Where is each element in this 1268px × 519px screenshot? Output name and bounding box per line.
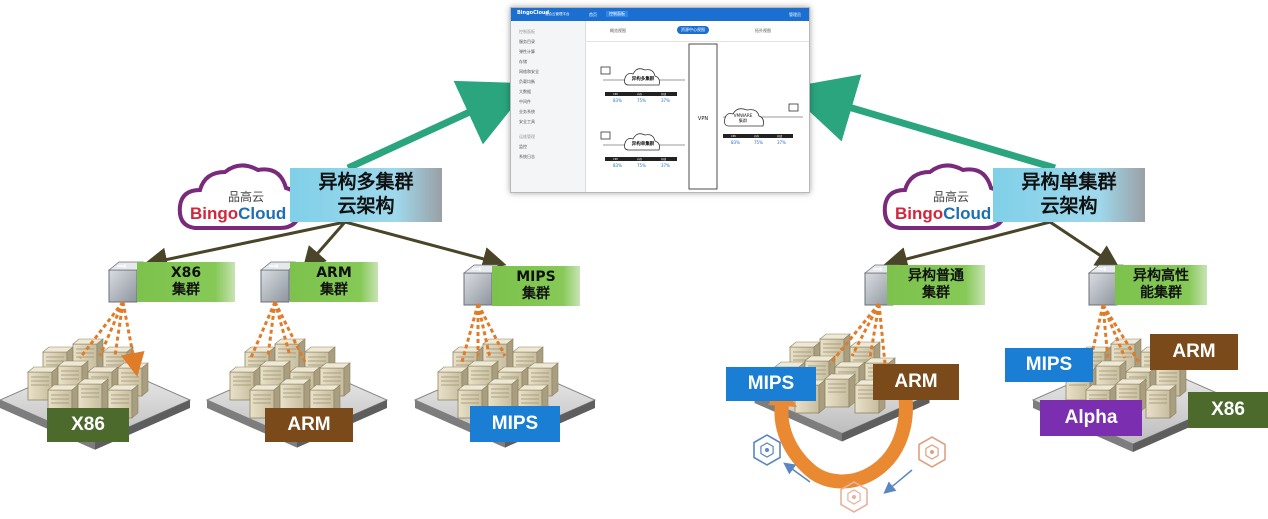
hex-icon-bottom <box>840 481 868 513</box>
swap-arrow <box>774 391 913 489</box>
screenshot-topbar: BingoCloud 混合云管理平台 首页 控制面板 管理员 <box>511 8 809 21</box>
screenshot-metric-header: 内存 <box>754 134 760 138</box>
screenshot-metric-value: 37% <box>777 140 786 145</box>
right-links <box>883 220 1120 271</box>
screenshot-sidebar-item[interactable]: 业务系统 <box>519 109 535 114</box>
screenshot-metric-header: CPU <box>613 157 618 161</box>
left-architecture-title: 异构多集群 云架构 <box>290 168 442 222</box>
left-cluster-label-arm: ARM 集群 <box>290 262 378 302</box>
hp-tag-x86: X86 <box>1188 392 1268 428</box>
screenshot-metric-value: 37% <box>661 98 670 103</box>
screenshot-subtitle: 混合云管理平台 <box>545 12 570 16</box>
screenshot-sidebar-item[interactable]: 监控 <box>519 144 527 149</box>
screenshot-metric-header: 存储 <box>661 92 667 96</box>
left-up-arrow <box>346 80 532 172</box>
dashes-hp <box>1088 304 1142 365</box>
right-cluster-label-hp: 异构高性 能集群 <box>1115 265 1207 305</box>
screenshot-tab-topology[interactable]: 拓扑视图 <box>755 28 771 33</box>
screenshot-metric-header: 存储 <box>777 134 783 138</box>
screenshot-nav-dashboard[interactable]: 控制面板 <box>606 11 628 17</box>
screenshot-cluster-name: VMWARE <box>734 113 753 118</box>
right-brand-cn: 品高云 <box>933 190 970 204</box>
right-up-arrow <box>784 74 1056 172</box>
dashes-x86 <box>78 301 145 377</box>
tag-x86: X86 <box>47 408 129 442</box>
tag-arm: ARM <box>265 408 353 442</box>
dashes-mips <box>460 303 507 363</box>
screenshot-logo: BingoCloud <box>517 10 550 16</box>
screenshot-metric-value: 83% <box>613 98 622 103</box>
screenshot-sidebar-item[interactable]: 弹性计算 <box>519 49 535 54</box>
screenshot-cluster-name: 异构单集群 <box>632 140 655 147</box>
screenshot-sidebar-item[interactable]: 大数据 <box>519 89 531 94</box>
screenshot-cluster: 异构多集群 CPU 内存 存储 83% 75% 37% <box>600 66 685 103</box>
screenshot-cluster-name: 异构多集群 <box>632 75 655 82</box>
hp-tag-arm: ARM <box>1150 334 1238 370</box>
screenshot-metric-value: 37% <box>661 163 670 168</box>
screenshot-metric-header: 内存 <box>637 92 643 96</box>
screenshot-sidebar-item[interactable]: 服务目录 <box>519 39 535 44</box>
hex-icon-mips <box>753 434 781 466</box>
screenshot-metric-value: 75% <box>637 98 646 103</box>
left-brand-cn: 品高云 <box>228 190 265 204</box>
screenshot-sidebar-item[interactable]: 系统日志 <box>519 154 535 159</box>
right-cluster-label-normal: 异构普通 集群 <box>887 265 985 305</box>
screenshot-tabs: 概览视图 资源中心视图 拓扑视图 <box>585 21 809 42</box>
platform-screenshot: BingoCloud 混合云管理平台 首页 控制面板 管理员 控制面板服务目录弹… <box>510 7 810 193</box>
dashes-arm <box>248 301 307 363</box>
normal-tag-arm: ARM <box>873 364 959 400</box>
server-icon <box>1145 384 1177 419</box>
screenshot-sidebar-group: 运维管理 <box>519 134 535 139</box>
hp-tag-mips: MIPS <box>1005 348 1093 382</box>
hex-icon-arm <box>918 436 946 468</box>
hp-tag-alpha: Alpha <box>1040 400 1142 436</box>
screenshot-metric-header: CPU <box>731 134 736 138</box>
screenshot-cluster-name: 集群 <box>739 117 748 124</box>
right-brand-logo: BingoCloud <box>895 204 992 223</box>
right-architecture-title: 异构单集群 云架构 <box>993 168 1145 222</box>
screenshot-sidebar: 控制面板服务目录弹性计算存储网络和安全负载均衡大数据中间件业务系统安全工具运维管… <box>511 21 586 192</box>
screenshot-sidebar-group: 控制面板 <box>519 29 535 34</box>
screenshot-sidebar-item[interactable]: 负载均衡 <box>519 79 535 84</box>
normal-tag-mips: MIPS <box>726 367 816 401</box>
server-icon <box>279 378 311 413</box>
screenshot-nav-home[interactable]: 首页 <box>589 12 597 17</box>
left-links <box>143 220 507 272</box>
screenshot-metric-value: 83% <box>731 140 740 145</box>
screenshot-sidebar-item[interactable]: 存储 <box>519 59 527 64</box>
server-icon <box>77 378 109 413</box>
screenshot-tab-resource[interactable]: 资源中心视图 <box>677 26 709 34</box>
left-cluster-label-x86: X86 集群 <box>137 262 235 302</box>
screenshot-metric-header: 存储 <box>661 157 667 161</box>
screenshot-sidebar-item[interactable]: 中间件 <box>519 99 531 104</box>
dashes-normal <box>828 303 887 365</box>
screenshot-metric-value: 75% <box>754 140 763 145</box>
screenshot-sidebar-item[interactable]: 网络和安全 <box>519 69 539 74</box>
tag-mips: MIPS <box>470 406 560 442</box>
screenshot-metric-header: 内存 <box>637 157 643 161</box>
screenshot-user[interactable]: 管理员 <box>789 12 801 17</box>
screenshot-sidebar-item[interactable]: 安全工具 <box>519 119 535 124</box>
screenshot-metric-header: CPU <box>613 92 618 96</box>
server-icon <box>824 373 856 408</box>
screenshot-tab-overview[interactable]: 概览视图 <box>610 28 626 33</box>
screenshot-cluster: 异构单集群 CPU 内存 存储 83% 75% 37% <box>600 131 685 168</box>
screenshot-metric-value: 75% <box>637 163 646 168</box>
screenshot-metric-value: 83% <box>613 163 622 168</box>
left-brand-logo: BingoCloud <box>190 204 287 223</box>
screenshot-vpn-box <box>688 43 718 190</box>
screenshot-vpn-label: VPN <box>698 116 708 122</box>
left-cluster-label-mips: MIPS 集群 <box>492 266 580 306</box>
